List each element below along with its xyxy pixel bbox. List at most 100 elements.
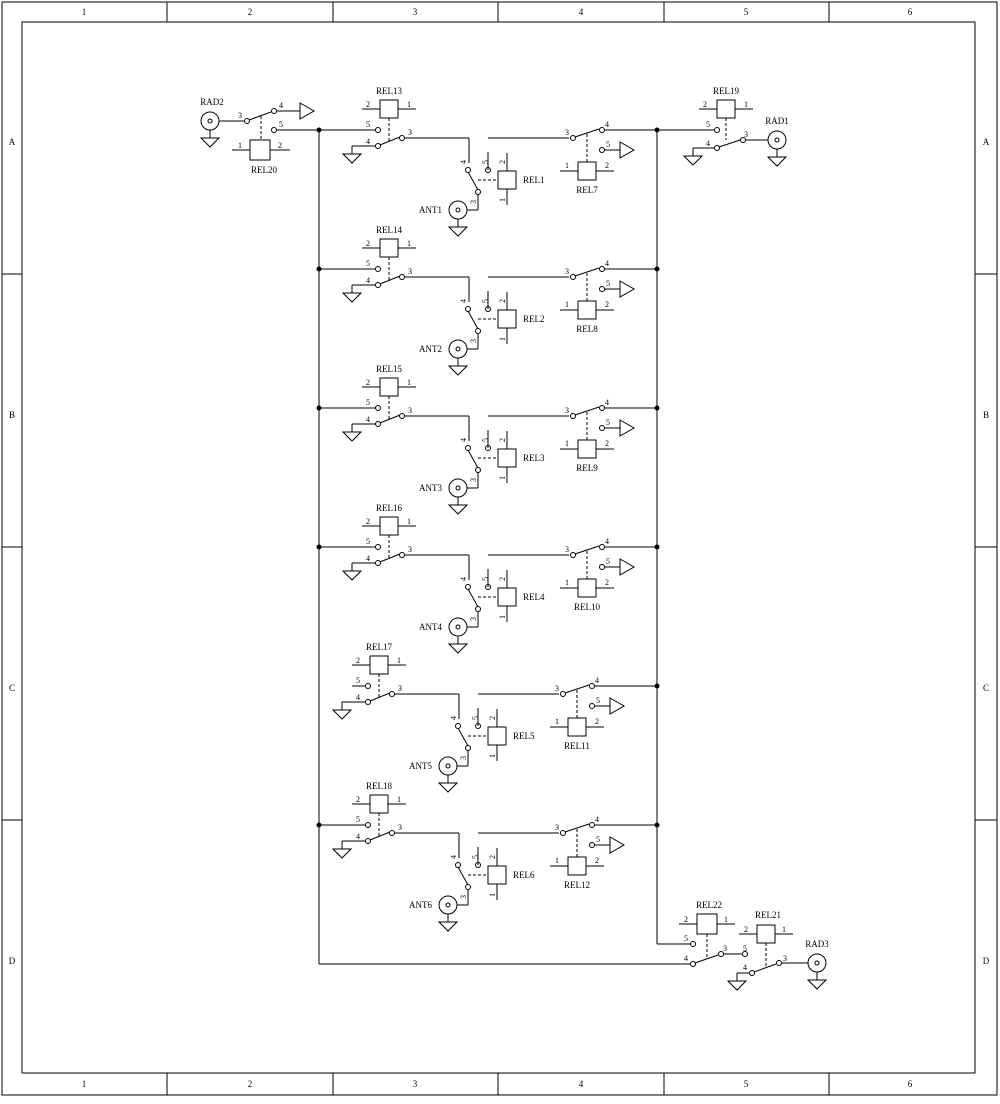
pin-number: 5 — [706, 120, 710, 129]
terminal — [389, 691, 395, 697]
pin-number: 4 — [366, 554, 370, 563]
pin-number: 1 — [555, 717, 559, 726]
pin-number: 1 — [565, 578, 569, 587]
pin-number: 3 — [408, 545, 412, 554]
terminal — [375, 544, 381, 550]
pin-number: 1 — [498, 476, 507, 480]
row-label: B — [983, 410, 989, 420]
radio-label: RAD2 — [200, 97, 224, 107]
pin-number: 2 — [366, 239, 370, 248]
terminal — [465, 167, 471, 173]
terminal — [365, 822, 371, 828]
coax-center — [455, 485, 461, 491]
ground-symbol — [682, 155, 704, 166]
relay-coil — [577, 300, 597, 320]
terminal — [455, 723, 461, 729]
terminal — [599, 286, 605, 292]
junction-dot — [316, 822, 322, 828]
terminal — [375, 266, 381, 272]
pin-number: 5 — [366, 398, 370, 407]
pin-number: 4 — [605, 537, 609, 546]
column-label: 5 — [744, 7, 749, 17]
pin-number: 4 — [459, 160, 468, 164]
pin-number: 5 — [366, 537, 370, 546]
pin-number: 3 — [565, 267, 569, 276]
relay-coil — [567, 717, 587, 737]
ground-symbol — [341, 292, 363, 303]
pin-number: 1 — [565, 439, 569, 448]
relay-coil — [577, 161, 597, 181]
terminal — [465, 745, 471, 751]
pin-number: 2 — [366, 378, 370, 387]
pin-number: 1 — [724, 915, 728, 924]
switch-arm — [379, 136, 401, 146]
relay-coil — [487, 865, 507, 885]
pin-number: 2 — [744, 925, 748, 934]
pin-number: 2 — [498, 438, 507, 442]
relay-label: REL17 — [366, 642, 392, 652]
terminal — [742, 951, 748, 957]
terminal — [399, 135, 405, 141]
radio-label: RAD3 — [805, 939, 829, 949]
junction-dot — [316, 127, 322, 133]
pin-number: 4 — [605, 259, 609, 268]
pin-number: 2 — [356, 795, 360, 804]
pin-number: 2 — [605, 300, 609, 309]
pin-number: 4 — [684, 954, 688, 963]
row-label: A — [9, 137, 16, 147]
pin-number: 5 — [481, 299, 490, 303]
terminal — [244, 118, 250, 124]
port-flag — [619, 558, 636, 576]
pin-number: 3 — [238, 111, 242, 120]
terminal — [475, 189, 481, 195]
coax-center — [207, 118, 213, 124]
pin-number: 2 — [605, 161, 609, 170]
antenna-label: ANT3 — [419, 483, 442, 493]
relay-label: REL19 — [713, 86, 739, 96]
coax-center — [445, 902, 451, 908]
switch-arm — [694, 954, 719, 964]
pin-number: 4 — [449, 855, 458, 859]
terminal — [599, 405, 605, 411]
relay-label: REL15 — [376, 364, 402, 374]
radio-label: RAD1 — [765, 116, 789, 126]
pin-number: 1 — [488, 893, 497, 897]
terminal — [740, 137, 746, 143]
row-label: D — [9, 956, 16, 966]
pin-number: 2 — [605, 578, 609, 587]
switch-arm — [718, 139, 741, 148]
pin-number: 2 — [703, 100, 707, 109]
terminal — [570, 135, 576, 141]
pin-number: 3 — [408, 128, 412, 137]
pin-number: 1 — [407, 517, 411, 526]
terminal — [714, 127, 720, 133]
pin-number: 3 — [469, 339, 478, 343]
junction-dot — [316, 544, 322, 550]
column-label: 2 — [248, 7, 253, 17]
terminal — [271, 127, 277, 133]
relay-label: REL20 — [251, 165, 277, 175]
terminal — [365, 838, 371, 844]
pin-number: 5 — [279, 120, 283, 129]
pin-number: 5 — [596, 835, 600, 844]
pin-number: 2 — [278, 141, 282, 150]
pin-number: 2 — [488, 716, 497, 720]
antenna-label: ANT5 — [409, 761, 432, 771]
relay-label: REL9 — [576, 463, 598, 473]
ground-symbol — [806, 979, 828, 990]
terminal — [570, 274, 576, 280]
pin-number: 5 — [606, 557, 610, 566]
relay-label: REL16 — [376, 503, 402, 513]
terminal — [599, 544, 605, 550]
column-label: 1 — [82, 1079, 87, 1089]
pin-number: 4 — [706, 139, 710, 148]
port-flag — [609, 697, 626, 715]
row-label: D — [983, 956, 990, 966]
terminal — [560, 830, 566, 836]
